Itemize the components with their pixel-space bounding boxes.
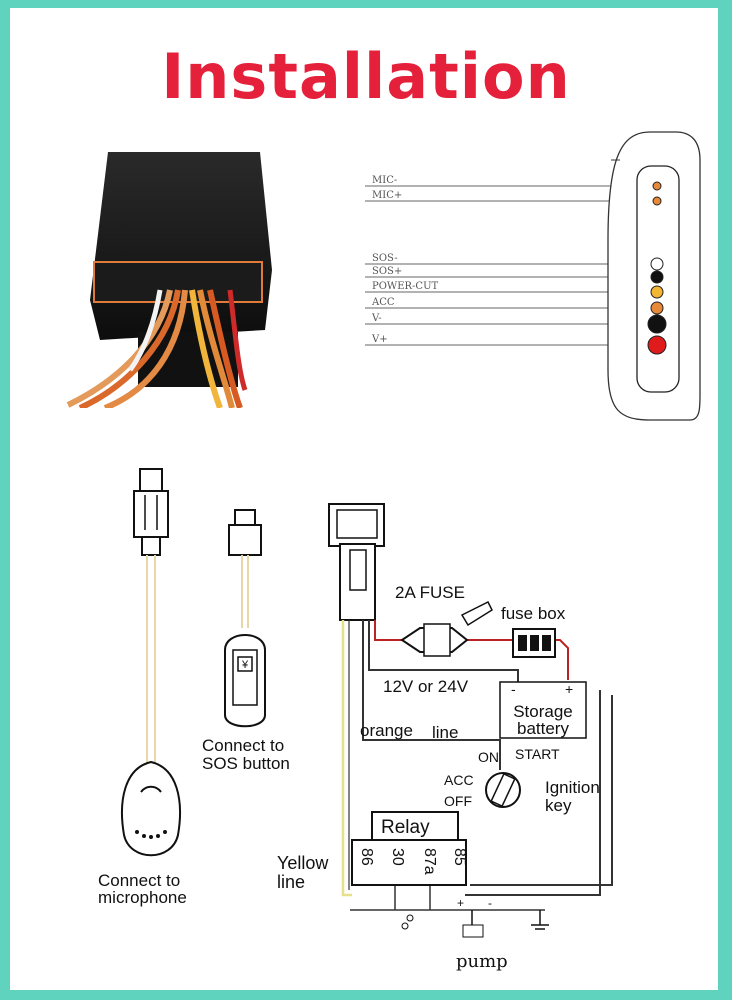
ignition-switch	[485, 772, 521, 808]
svg-text:¥: ¥	[241, 659, 249, 671]
fuse-label: 2A FUSE	[395, 583, 465, 602]
battery-label-1: Storage	[513, 702, 573, 721]
pinout-wire-label: MIC-	[372, 175, 397, 186]
pin-dot	[652, 181, 662, 191]
relay-pin-label: 30	[389, 848, 406, 866]
relay-pin-label: 86	[358, 848, 375, 866]
yellow-line-label-2: line	[277, 872, 305, 892]
relay-pins: 86 30 87a 85	[358, 848, 468, 875]
ignition-acc: ACC	[444, 772, 474, 788]
page-title: Installation	[161, 40, 571, 113]
ignition-off: OFF	[444, 793, 472, 809]
sos-button-assembly: ¥	[224, 509, 266, 728]
battery-plus: +	[565, 681, 573, 697]
voltage-label: 12V or 24V	[383, 677, 469, 696]
relay-pin-label: 85	[451, 848, 468, 866]
main-connector	[328, 503, 385, 621]
pinout-wire-label: V+	[371, 334, 388, 345]
pump-label: pump	[456, 951, 508, 972]
fuse-box-label: fuse box	[501, 604, 566, 623]
microphone-assembly	[121, 468, 181, 857]
orange-line-label: orange	[360, 721, 413, 740]
pin-dot	[652, 196, 662, 206]
battery-minus: -	[511, 681, 516, 697]
fuse-box	[512, 628, 556, 658]
pin-dot	[650, 257, 664, 271]
ignition-on: ON	[478, 749, 499, 765]
orange-line-label-2: line	[432, 723, 458, 742]
ground-plus: +	[457, 896, 464, 910]
ignition-start: START	[515, 746, 560, 762]
pin-dot	[647, 335, 667, 355]
mic-label-2: microphone	[98, 888, 187, 907]
yellow-line-label-1: Yellow	[277, 853, 329, 873]
ignition-label-2: key	[545, 796, 572, 815]
fuse	[400, 600, 493, 657]
pinout-wire-label: MIC+	[372, 190, 402, 201]
relay	[351, 811, 467, 886]
ground-minus: -	[488, 896, 492, 910]
relay-label: Relay	[381, 817, 430, 838]
pump	[401, 910, 549, 938]
pinout-wire-label: V-	[371, 313, 382, 324]
mic-label-1: Connect to	[98, 871, 180, 890]
pinout-wire-label: ACC	[371, 297, 395, 308]
battery-label-2: battery	[517, 719, 569, 738]
pin-dot	[647, 314, 667, 334]
pin-dot	[650, 270, 664, 284]
pin-dot	[650, 285, 664, 299]
pin-dot	[650, 301, 664, 315]
sos-label-1: Connect to	[202, 736, 284, 755]
sos-label-2: SOS button	[202, 754, 290, 773]
ignition-label-1: Ignition	[545, 778, 600, 797]
device-photo	[60, 150, 275, 408]
pinout-wire-label: SOS-	[372, 253, 398, 264]
pinout-wire-label: SOS+	[372, 266, 402, 277]
pinout-wire-label: POWER-CUT	[372, 281, 438, 292]
storage-battery	[499, 681, 587, 739]
relay-pin-label: 87a	[421, 848, 438, 875]
